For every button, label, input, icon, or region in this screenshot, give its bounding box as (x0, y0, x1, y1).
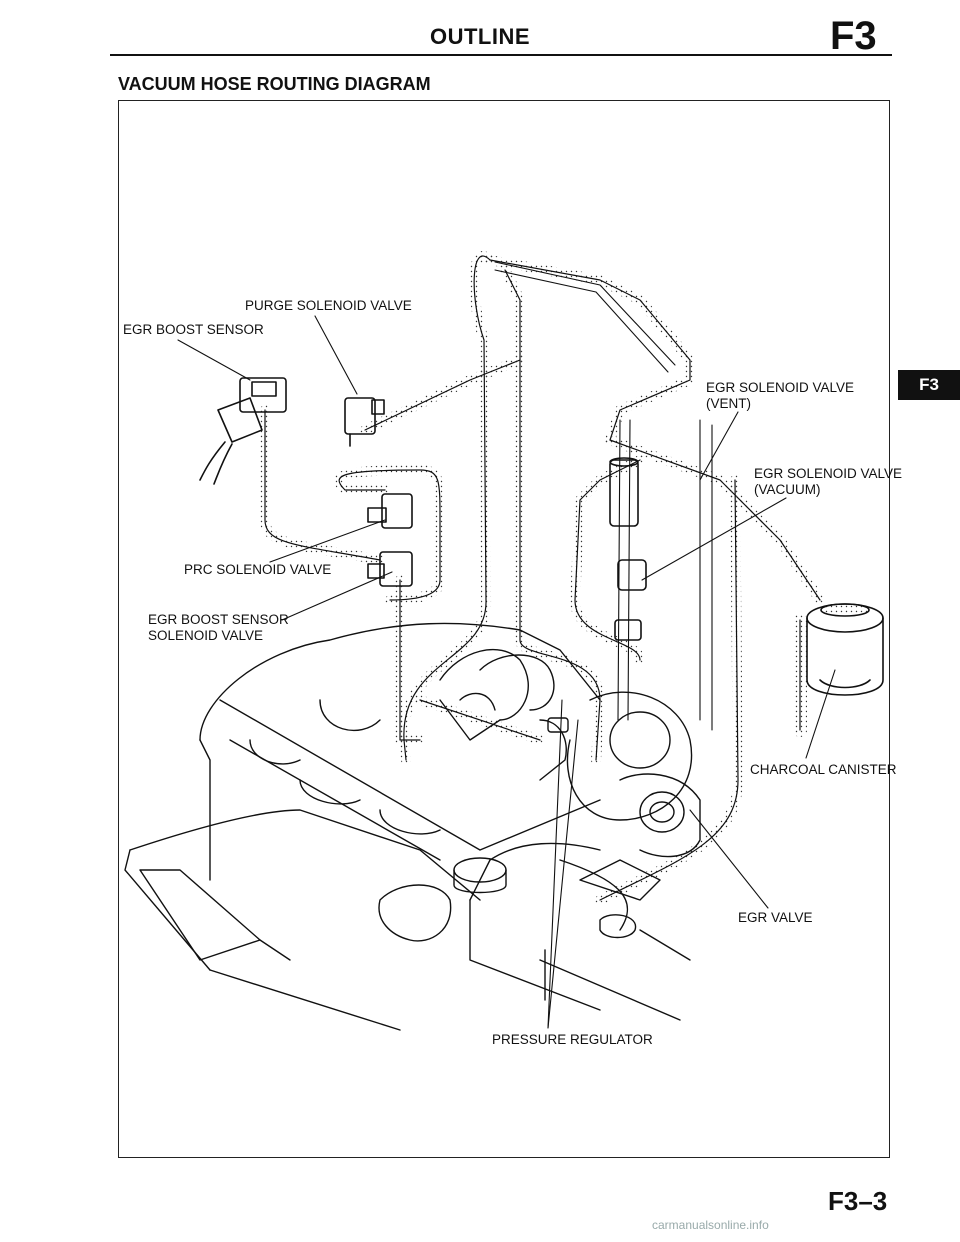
page-header-code: F3 (830, 14, 877, 58)
label-purge-solenoid-valve: PURGE SOLENOID VALVE (245, 298, 412, 313)
header-rule (110, 54, 892, 56)
footer-watermark: carmanualsonline.info (652, 1218, 769, 1232)
egr-boost-sensor-shape (199, 377, 287, 485)
egr-boost-solenoid-shape (367, 551, 413, 587)
label-pressure-regulator: PRESSURE REGULATOR (492, 1032, 653, 1047)
label-prc-solenoid-valve: PRC SOLENOID VALVE (184, 562, 332, 577)
diagram-frame (118, 100, 890, 1158)
section-tab[interactable]: F3 (898, 370, 960, 400)
engine-shape (124, 622, 701, 1031)
label-egr-solenoid-valve-vacuum: EGR SOLENOID VALVE (VACUUM) (754, 466, 903, 497)
page-header-title: OUTLINE (429, 24, 531, 49)
label-egr-boost-sensor-solenoid-valve: EGR BOOST SENSOR SOLENOID VALVE (148, 612, 289, 643)
vacuum-hoses (260, 251, 825, 905)
label-egr-boost-sensor: EGR BOOST SENSOR (123, 322, 264, 337)
page-number: F3–3 (828, 1186, 888, 1216)
charcoal-canister-shape (806, 603, 884, 696)
egr-solenoid-vent-shape (609, 457, 639, 527)
section-title: VACUUM HOSE ROUTING DIAGRAM (118, 74, 431, 94)
label-egr-valve: EGR VALVE (738, 910, 813, 925)
hose-bundle (494, 261, 713, 731)
label-charcoal-canister: CHARCOAL CANISTER (750, 762, 897, 777)
prc-solenoid-shape (367, 493, 413, 529)
purge-solenoid-shape (344, 397, 385, 447)
leader-lines (177, 315, 836, 1029)
label-egr-solenoid-valve-vent: EGR SOLENOID VALVE (VENT) (706, 380, 855, 411)
egr-solenoid-vacuum-shape (614, 559, 647, 641)
